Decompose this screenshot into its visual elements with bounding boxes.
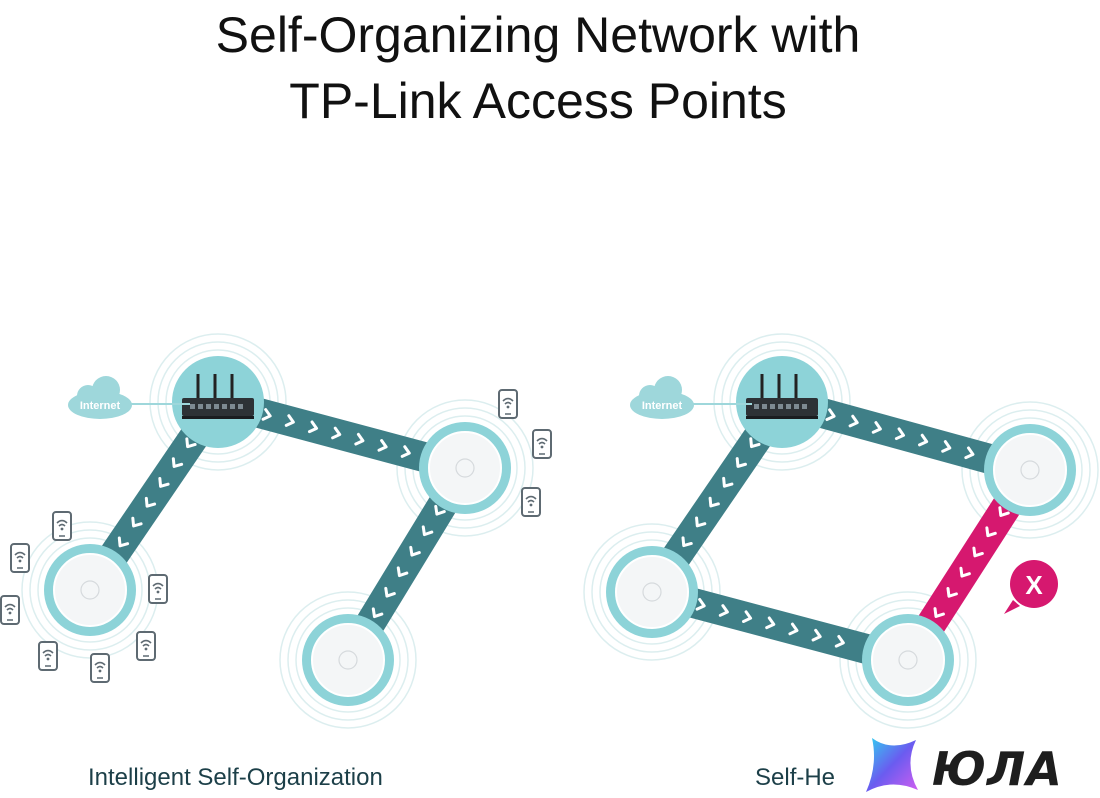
signal-ring: [279, 591, 417, 729]
internet-cloud-right: Internet: [630, 376, 752, 419]
signal-ring: [295, 607, 401, 713]
signal-ring: [847, 599, 969, 721]
signal-ring: [157, 341, 279, 463]
close-icon: X: [1025, 570, 1043, 600]
network-nodes: [44, 356, 1076, 706]
signal-ring: [149, 333, 287, 471]
caption-self-healing: Self-He: [755, 764, 836, 791]
phone-icon: [52, 511, 72, 541]
internet-cloud-left: Internet: [68, 376, 190, 419]
signal-ring: [839, 591, 977, 729]
phone-icon: [10, 543, 30, 573]
page-title: Self-Organizing Network with TP-Link Acc…: [0, 0, 1076, 134]
signal-ring: [721, 341, 843, 463]
phone-icon: [521, 487, 541, 517]
signal-ring: [404, 407, 526, 529]
signal-ring: [713, 333, 851, 471]
access-point-icon: [311, 623, 385, 697]
signal-ring: [961, 401, 1099, 539]
access-point-icon: [871, 623, 945, 697]
signal-ring: [396, 399, 534, 537]
internet-label-left: Internet: [80, 400, 121, 412]
phone-icon: [148, 574, 168, 604]
access-point-icon: [615, 555, 689, 629]
signal-ring: [591, 531, 713, 653]
phone-icon: [498, 389, 518, 419]
signal-rings: [21, 333, 1099, 729]
logo-wordmark: ЮЛА: [932, 742, 1063, 796]
link-failure-marker: X: [1004, 560, 1058, 614]
signal-ring: [37, 537, 143, 643]
access-point-icon: [428, 431, 502, 505]
watermark-logo: ЮЛА: [858, 732, 1098, 798]
access-point-icon: [993, 433, 1067, 507]
signal-ring: [287, 599, 409, 721]
internet-label-right: Internet: [642, 400, 683, 412]
phone-icon: [90, 653, 110, 683]
phone-icon: [0, 595, 20, 625]
cloud-icon: [68, 376, 132, 419]
title-line-1: Self-Organizing Network with: [215, 7, 861, 63]
phone-icon: [38, 641, 58, 671]
logo-icon: [866, 738, 918, 792]
title-line-2: TP-Link Access Points: [289, 73, 787, 129]
signal-ring: [583, 523, 721, 661]
phone-icon: [532, 429, 552, 459]
phone-icon: [136, 631, 156, 661]
caption-intelligent-self-organization: Intelligent Self-Organization: [88, 764, 383, 791]
access-point-icon: [53, 553, 127, 627]
router-icon: [746, 374, 818, 419]
cloud-icon: [630, 376, 694, 419]
signal-ring: [969, 409, 1091, 531]
router-icon: [182, 374, 254, 419]
